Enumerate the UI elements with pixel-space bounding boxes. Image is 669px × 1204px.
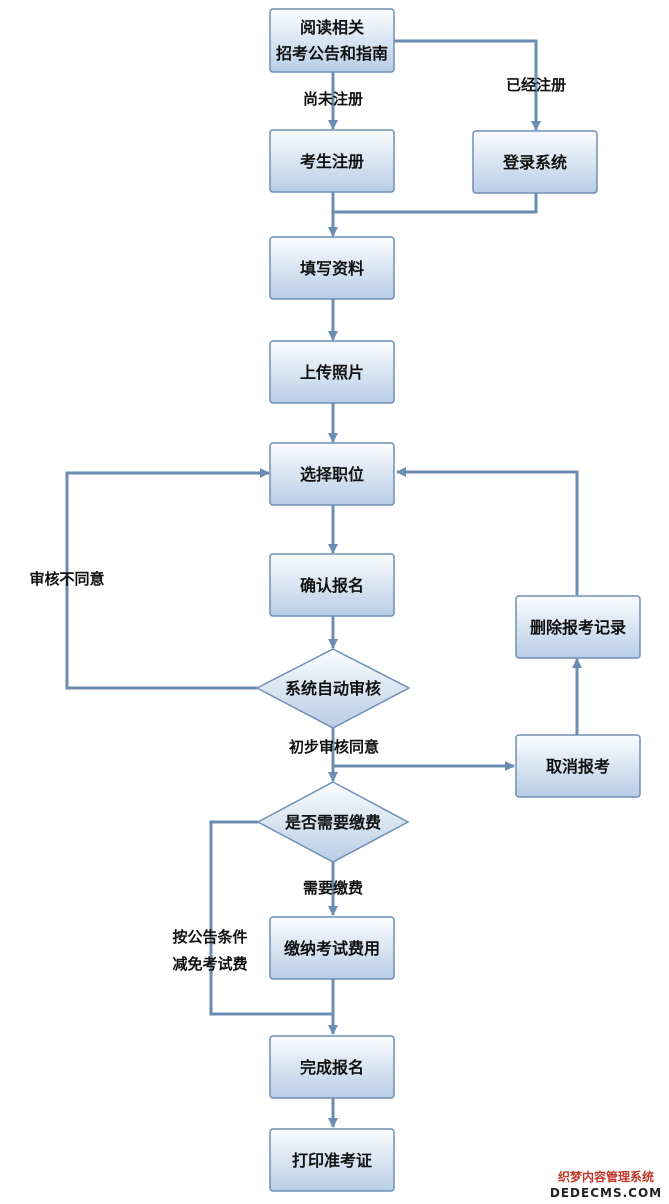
node-register-label: 考生注册 [300, 152, 364, 171]
label-waiver-line1: 按公告条件 [172, 928, 247, 946]
watermark-line2: DEDECMS.COM [550, 1186, 662, 1200]
edge-login-merge [333, 193, 538, 214]
node-confirm-label: 确认报名 [300, 576, 364, 595]
node-delete-record-label: 删除报考记录 [530, 618, 626, 637]
edge-delete-select [396, 467, 579, 595]
label-review-disagree: 审核不同意 [29, 570, 104, 588]
node-select-box [269, 442, 395, 506]
node-login-box [472, 130, 598, 194]
node-select: 选择职位 [269, 442, 395, 506]
node-print-label: 打印准考证 [292, 1151, 372, 1170]
connectors [65, 39, 582, 1128]
node-fill: 填写资料 [269, 236, 395, 300]
node-cancel-label: 取消报考 [546, 757, 610, 776]
node-complete-label: 完成报名 [300, 1058, 364, 1077]
node-read-box [269, 8, 395, 73]
node-confirm-box [269, 553, 395, 617]
node-read-line1: 阅读相关 [300, 18, 364, 37]
node-select-label: 选择职位 [300, 465, 364, 484]
node-register: 考生注册 [269, 129, 395, 193]
node-login: 登录系统 [472, 130, 598, 194]
node-fill-box [269, 236, 395, 300]
node-print: 打印准考证 [269, 1128, 395, 1192]
node-read: 阅读相关 招考公告和指南 [269, 8, 395, 73]
node-pay-box [269, 916, 395, 980]
node-pay-label: 缴纳考试费用 [284, 939, 380, 958]
node-pay: 缴纳考试费用 [269, 916, 395, 980]
node-register-box [269, 129, 395, 193]
node-need-fee-label: 是否需要缴费 [284, 813, 381, 832]
node-auto-review-diamond [255, 648, 411, 729]
watermark: 织梦内容管理系统 DEDECMS.COM [550, 1169, 662, 1200]
node-delete-record-box [515, 595, 641, 659]
label-not-registered: 尚未注册 [303, 90, 363, 108]
node-complete-box [269, 1035, 395, 1099]
node-cancel-box [515, 734, 641, 798]
edge-needfee-waiver [209, 820, 333, 1016]
node-fill-label: 填写资料 [300, 259, 364, 278]
node-auto-review-label: 系统自动审核 [285, 679, 381, 698]
label-registered: 已经注册 [506, 76, 566, 94]
label-waiver-line2: 减免考试费 [172, 955, 247, 973]
node-need-fee: 是否需要缴费 [256, 781, 410, 863]
node-upload-label: 上传照片 [300, 363, 364, 382]
node-delete-record: 删除报考记录 [515, 595, 641, 659]
node-print-box [269, 1128, 395, 1192]
node-login-label: 登录系统 [502, 153, 567, 172]
node-need-fee-diamond [256, 781, 410, 863]
node-auto-review: 系统自动审核 [255, 648, 411, 729]
node-upload-box [269, 340, 395, 404]
node-cancel: 取消报考 [515, 734, 641, 798]
node-complete: 完成报名 [269, 1035, 395, 1099]
node-read-line2: 招考公告和指南 [276, 44, 388, 63]
node-upload: 上传照片 [269, 340, 395, 404]
node-confirm: 确认报名 [269, 553, 395, 617]
label-need-pay: 需要缴费 [303, 879, 363, 897]
edge-read-login [394, 39, 541, 131]
watermark-line1: 织梦内容管理系统 [558, 1169, 654, 1184]
edge-review-disagree [65, 468, 270, 690]
label-review-agree: 初步审核同意 [289, 738, 379, 756]
